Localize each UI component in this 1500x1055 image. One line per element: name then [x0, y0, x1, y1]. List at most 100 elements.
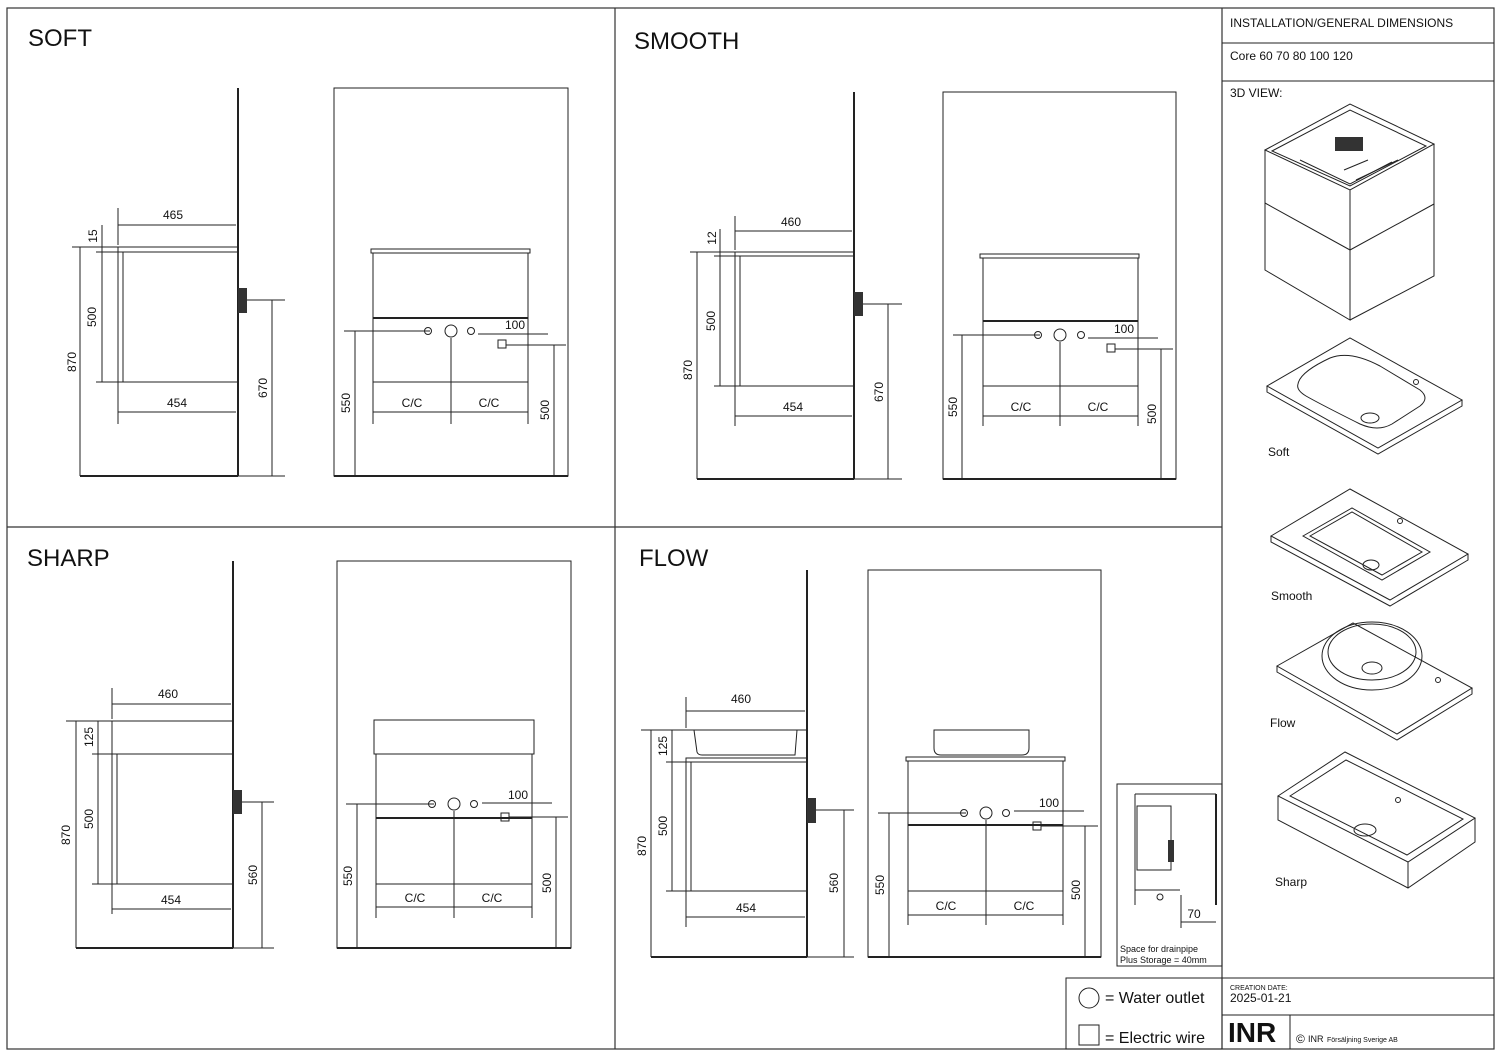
soft-dim-870: 870 — [65, 352, 79, 372]
flow-dim-560: 560 — [827, 873, 841, 893]
soft-dim-500: 500 — [85, 307, 99, 327]
smooth-dim-cc-left: C/C — [1011, 400, 1032, 414]
cabinet-3d-illustration — [1263, 103, 1436, 321]
smooth-side-wall-outlet — [854, 292, 863, 316]
flow-dim-460: 460 — [731, 692, 751, 706]
sharp-dim-454: 454 — [161, 893, 181, 907]
smooth-drain-outlet — [1053, 328, 1067, 342]
smooth-dim-12: 12 — [705, 231, 719, 245]
smooth-side-view: 460 12 500 870 454 670 — [681, 92, 902, 480]
soft-water-outlet-right — [467, 327, 475, 335]
panel-title: INSTALLATION/GENERAL DIMENSIONS — [1230, 16, 1453, 30]
sharp-side-view: 460 125 500 870 454 560 — [59, 561, 274, 949]
smooth-dim-100: 100 — [1114, 322, 1134, 336]
legend-electric-wire-label: = Electric wire — [1105, 1030, 1205, 1047]
flow-dim-100: 100 — [1039, 796, 1059, 810]
flow-side-view: 460 125 500 870 454 560 — [635, 570, 854, 958]
sharp-dim-125: 125 — [82, 727, 96, 747]
flow-drain-outlet — [979, 806, 993, 820]
soft-dim-cc-left: C/C — [402, 396, 423, 410]
smooth-electric-wire — [1106, 343, 1116, 353]
basin-smooth-illustration — [1269, 488, 1470, 607]
sharp-dim-550: 550 — [341, 866, 355, 886]
soft-dim-500-right: 500 — [538, 400, 552, 420]
soft-dim-100: 100 — [505, 318, 525, 332]
basin-smooth-label: Smooth — [1271, 589, 1312, 603]
smooth-dim-500: 500 — [704, 311, 718, 331]
panel-3d-view-label: 3D VIEW: — [1230, 86, 1282, 100]
smooth-water-outlet-right — [1077, 331, 1085, 339]
soft-electric-wire — [497, 339, 507, 349]
smooth-dim-500-right: 500 — [1145, 404, 1159, 424]
drawing-frame — [6, 7, 1495, 1050]
sharp-dim-500: 500 — [82, 809, 96, 829]
sharp-dim-100: 100 — [508, 788, 528, 802]
creation-date-value: 2025-01-21 — [1230, 991, 1292, 1005]
soft-dim-465: 465 — [163, 208, 183, 222]
soft-dim-550: 550 — [339, 393, 353, 413]
basin-soft-label: Soft — [1268, 445, 1290, 459]
sharp-dim-500-right: 500 — [540, 873, 554, 893]
legend-electric-wire-icon — [1078, 1024, 1100, 1046]
drainpipe-note-line2: Plus Storage = 40mm — [1120, 955, 1207, 965]
sharp-dim-870: 870 — [59, 825, 73, 845]
sharp-dim-cc-left: C/C — [405, 891, 426, 905]
sharp-front-view: 100 550 500 C/C C/C — [336, 560, 572, 949]
drainpipe-note-line1: Space for drainpipe — [1120, 944, 1198, 954]
smooth-front-view: 100 550 500 C/C C/C — [942, 91, 1177, 480]
soft-dim-670: 670 — [256, 378, 270, 398]
creation-date-label: CREATION DATE: — [1230, 985, 1288, 992]
section-title-soft: SOFT — [28, 25, 92, 52]
flow-dim-870: 870 — [635, 836, 649, 856]
section-title-smooth: SMOOTH — [634, 28, 739, 55]
basin-flow-illustration — [1275, 621, 1473, 741]
basin-sharp-illustration — [1277, 751, 1476, 889]
smooth-dim-550: 550 — [946, 397, 960, 417]
flow-dim-500-right: 500 — [1069, 880, 1083, 900]
flow-dim-cc-left: C/C — [936, 899, 957, 913]
soft-dim-15: 15 — [86, 229, 100, 243]
soft-side-wall-outlet — [238, 288, 247, 313]
section-title-sharp: SHARP — [27, 545, 110, 572]
flow-dim-cc-right: C/C — [1014, 899, 1035, 913]
sharp-dim-cc-right: C/C — [482, 891, 503, 905]
basin-flow-label: Flow — [1270, 716, 1296, 730]
smooth-dim-454: 454 — [783, 400, 803, 414]
panel-models: Core 60 70 80 100 120 — [1230, 49, 1353, 63]
soft-front-view: 100 550 500 C/C C/C — [333, 87, 569, 477]
flow-dim-500: 500 — [656, 816, 670, 836]
copyright-brand: INR — [1308, 1034, 1324, 1044]
basin-soft-illustration — [1265, 337, 1464, 455]
basin-sharp-label: Sharp — [1275, 875, 1307, 889]
sharp-drain-outlet — [447, 797, 461, 811]
copyright-company: Försäljning Sverige AB — [1327, 1037, 1398, 1044]
soft-side-view: 465 15 500 870 454 670 — [65, 88, 285, 477]
legend-water-outlet-label: = Water outlet — [1105, 990, 1205, 1007]
flow-dim-125: 125 — [656, 736, 670, 756]
brand-logo: INR — [1228, 1017, 1276, 1048]
smooth-dim-460: 460 — [781, 215, 801, 229]
info-panel: INSTALLATION/GENERAL DIMENSIONS Core 60 … — [1222, 16, 1494, 1049]
flow-water-outlet-right — [1002, 809, 1010, 817]
sharp-water-outlet-right — [470, 800, 478, 808]
legend-water-outlet-icon — [1078, 987, 1100, 1009]
soft-dim-454: 454 — [167, 396, 187, 410]
flow-dim-550: 550 — [873, 875, 887, 895]
copyright-symbol: © — [1296, 1032, 1305, 1046]
flow-dim-454: 454 — [736, 901, 756, 915]
drainpipe-inset: 70 Space for drainpipe Plus Storage = 40… — [1116, 783, 1223, 967]
smooth-dim-870: 870 — [681, 360, 695, 380]
soft-drain-outlet — [444, 324, 458, 338]
legend: = Water outlet = Electric wire — [1065, 977, 1223, 1050]
section-title-flow: FLOW — [639, 545, 709, 572]
soft-dim-cc-right: C/C — [479, 396, 500, 410]
sharp-dim-560: 560 — [246, 865, 260, 885]
sharp-dim-460: 460 — [158, 687, 178, 701]
smooth-dim-cc-right: C/C — [1088, 400, 1109, 414]
flow-front-view: 100 550 500 C/C C/C — [867, 569, 1102, 958]
smooth-dim-670: 670 — [872, 382, 886, 402]
flow-side-wall-outlet — [807, 798, 816, 823]
sharp-side-wall-outlet — [233, 790, 242, 814]
drainpipe-dim-70: 70 — [1187, 907, 1201, 921]
